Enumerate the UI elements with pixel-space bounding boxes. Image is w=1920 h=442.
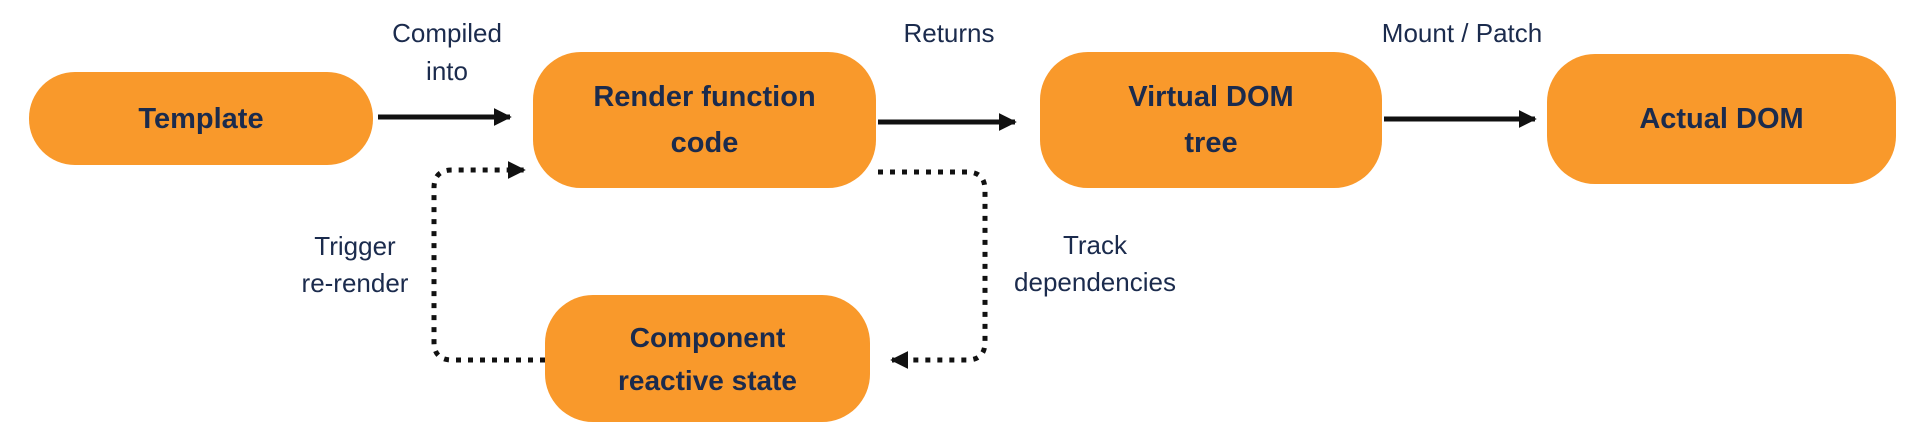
arrow-track-dependencies xyxy=(878,169,988,369)
edge-label-track-dependencies: Track dependencies xyxy=(1014,230,1176,297)
node-virtual-dom-tree: Virtual DOM tree xyxy=(1040,52,1382,188)
node-actual-dom-label: Actual DOM xyxy=(1639,103,1804,135)
edge-label-trigger-re-render: Trigger re-render xyxy=(301,231,409,298)
edge-label-returns: Returns xyxy=(903,18,995,48)
node-component-reactive-state: Component reactive state xyxy=(545,295,870,422)
node-virtual-dom-tree-label-line1: Virtual DOM xyxy=(1128,81,1294,113)
node-template: Template xyxy=(29,72,373,165)
node-render-function-code-label-line2: code xyxy=(670,127,739,159)
node-render-function-code: Render function code xyxy=(533,52,876,188)
node-virtual-dom-tree-label-line2: tree xyxy=(1184,127,1238,159)
arrow-trigger-re-render xyxy=(431,161,545,363)
node-actual-dom: Actual DOM xyxy=(1547,54,1896,184)
node-render-function-code-label-line1: Render function xyxy=(593,81,816,113)
node-component-reactive-state-label-line2: reactive state xyxy=(617,364,797,396)
node-template-label: Template xyxy=(138,102,264,135)
edge-label-compiled-into: Compiled into xyxy=(392,18,502,86)
node-component-reactive-state-label-line1: Component xyxy=(629,321,786,353)
edge-label-mount-patch: Mount / Patch xyxy=(1381,18,1543,48)
